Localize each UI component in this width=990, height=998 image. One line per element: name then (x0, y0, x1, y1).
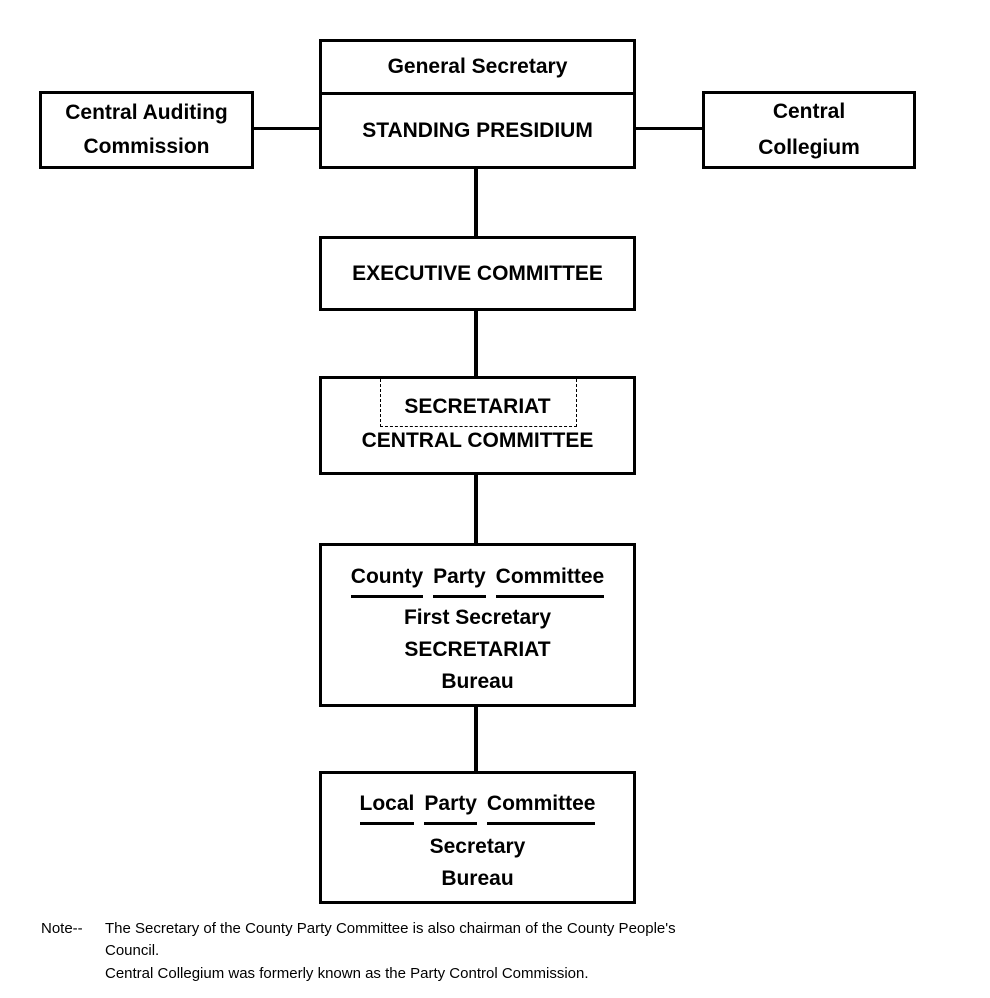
local-title-word: Committee (486, 788, 596, 825)
connector-executive-central (474, 308, 478, 378)
central-committee-box: SECRETARIAT CENTRAL COMMITTEE (319, 376, 636, 475)
executive-committee-label: EXECUTIVE COMMITTEE (352, 261, 603, 285)
local-secretary: Secretary (429, 835, 526, 858)
local-party-committee-box: Local Party Committee Secretary Bureau (319, 771, 636, 904)
county-title-word: Party (433, 561, 486, 598)
note-label: Note-- (41, 920, 83, 937)
local-title-word: Party (424, 788, 477, 825)
central-collegium-box: Central Collegium (702, 91, 916, 169)
local-title-word: Local (359, 788, 415, 825)
executive-committee-box: EXECUTIVE COMMITTEE (319, 236, 636, 311)
central-auditing-line1: Central Auditing (65, 101, 228, 124)
central-auditing-commission-box: Central Auditing Commission (39, 91, 254, 169)
secretariat-dashed-box (380, 379, 577, 427)
central-collegium-line1: Central (772, 100, 846, 123)
local-bureau: Bureau (441, 867, 514, 890)
county-party-committee-box: County Party Committee First Secretary S… (319, 543, 636, 707)
local-title: Local Party Committee (355, 788, 601, 825)
note-line2: Council. (105, 942, 160, 959)
county-secretariat: SECRETARIAT (404, 638, 551, 661)
central-auditing-line2: Commission (83, 135, 210, 158)
secretariat-label: SECRETARIAT (404, 395, 551, 418)
county-bureau: Bureau (441, 670, 514, 693)
county-title-word: Committee (495, 561, 605, 598)
county-title-word: County (350, 561, 424, 598)
connector-central-county (474, 472, 478, 545)
connector-auditing (252, 127, 322, 130)
connector-county-local (474, 704, 478, 773)
standing-presidium-box: STANDING PRESIDIUM (319, 92, 636, 169)
central-collegium-line2: Collegium (758, 136, 860, 159)
general-secretary-box: General Secretary (319, 39, 636, 95)
connector-collegium (632, 127, 704, 130)
note-line3: Central Collegium was formerly known as … (105, 965, 589, 982)
county-title: County Party Committee (346, 561, 609, 598)
note-line1: The Secretary of the County Party Commit… (105, 920, 676, 937)
connector-presidium-executive (474, 166, 478, 238)
county-first-secretary: First Secretary (403, 606, 552, 629)
standing-presidium-label: STANDING PRESIDIUM (362, 118, 593, 142)
general-secretary-label: General Secretary (387, 55, 568, 78)
central-committee-label: CENTRAL COMMITTEE (361, 429, 594, 452)
